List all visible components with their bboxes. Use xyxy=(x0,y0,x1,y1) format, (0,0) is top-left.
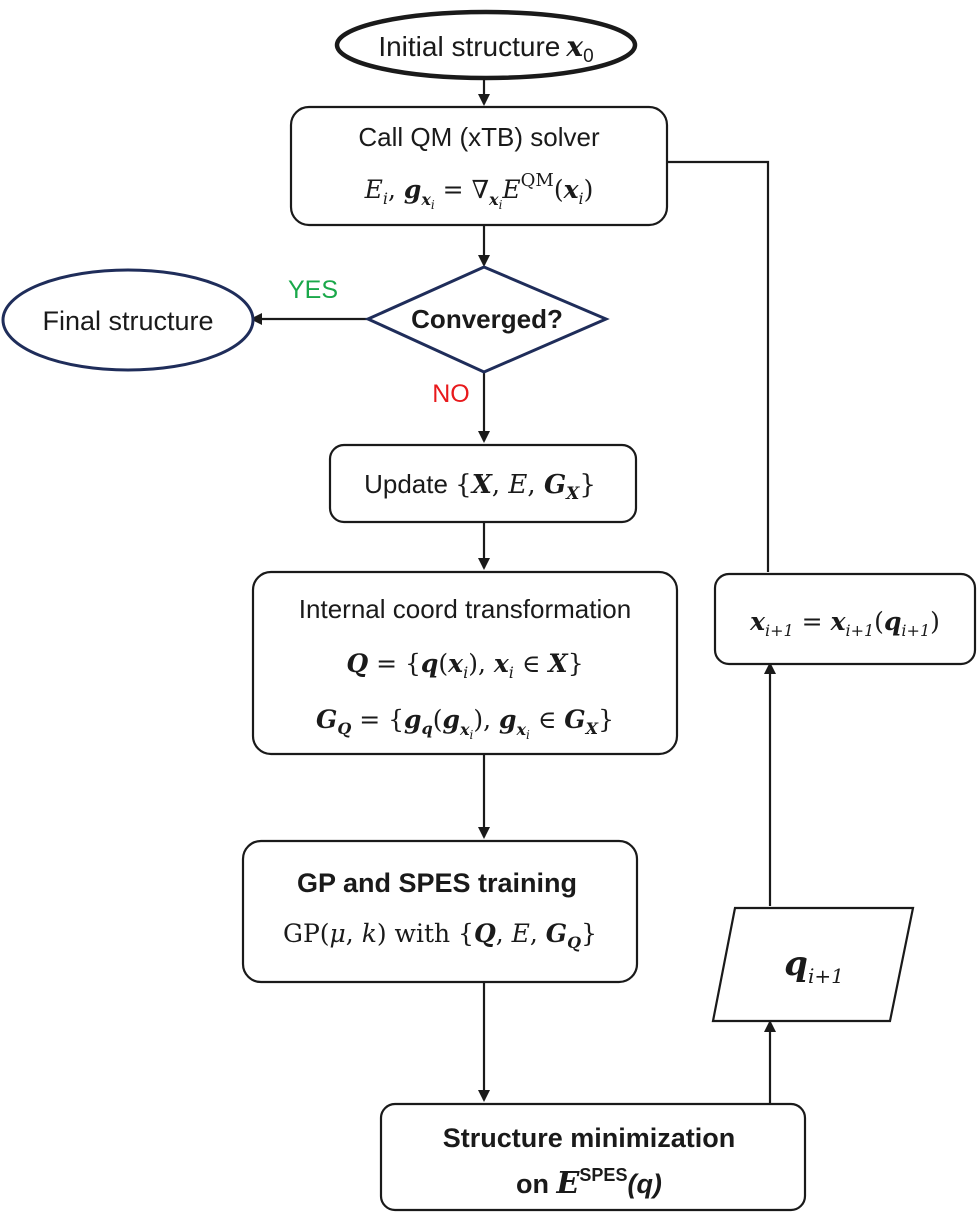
qm-solver-equation: Ei, gxi = ∇xiEQM(xi) xyxy=(364,170,594,212)
x-next-node: xi+1 = xi+1(qi+1) xyxy=(713,572,977,666)
q-next-label: qi+1 xyxy=(784,944,844,988)
update-box xyxy=(328,443,638,524)
gp-training-node: GP and SPES training GP(μ, k) with {Q, E… xyxy=(241,839,639,984)
decision-label: Converged? xyxy=(411,304,563,334)
gp-training-box xyxy=(241,839,639,984)
q-next-parallelogram xyxy=(711,906,915,1023)
minimization-target: on ESPES(q) xyxy=(516,1165,662,1201)
x-next-label: xi+1 = xi+1(qi+1) xyxy=(749,607,940,640)
start-ellipse xyxy=(334,9,638,81)
x-next-box xyxy=(713,572,977,666)
decision-node: Converged? YES NO xyxy=(288,265,610,408)
final-node: Final structure xyxy=(1,268,255,372)
final-ellipse xyxy=(1,268,255,372)
yes-label: YES xyxy=(288,276,338,304)
internal-coord-g-eq: GQ = {gq(gxi), gxi ∈ GX} xyxy=(316,705,614,742)
update-label: Update {X, E, GX} xyxy=(364,469,596,504)
update-node: Update {X, E, GX} xyxy=(328,443,638,524)
no-label: NO xyxy=(432,380,470,408)
internal-coord-box xyxy=(251,570,679,756)
gp-training-title: GP and SPES training xyxy=(297,868,577,898)
minimization-node: Structure minimization on ESPES(q) xyxy=(379,1102,807,1212)
qm-solver-title: Call QM (xTB) solver xyxy=(358,122,600,152)
arrow-xnext-to-qm xyxy=(648,156,770,572)
q-next-node: qi+1 xyxy=(711,906,915,1023)
internal-coord-title: Internal coord transformation xyxy=(299,594,631,624)
minimization-title: Structure minimization xyxy=(443,1123,736,1153)
qm-solver-node: Call QM (xTB) solver Ei, gxi = ∇xiEQM(xi… xyxy=(289,105,669,227)
decision-diamond xyxy=(364,265,610,374)
internal-coord-q-eq: Q = {q(xi), xi ∈ X} xyxy=(346,649,583,682)
minimization-box xyxy=(379,1102,807,1212)
connectors xyxy=(250,74,776,1104)
internal-coord-node: Internal coord transformation Q = {q(xi)… xyxy=(251,570,679,756)
qm-solver-box xyxy=(289,105,669,227)
final-label: Final structure xyxy=(42,306,213,336)
gp-training-equation: GP(μ, k) with {Q, E, GQ} xyxy=(283,919,597,952)
